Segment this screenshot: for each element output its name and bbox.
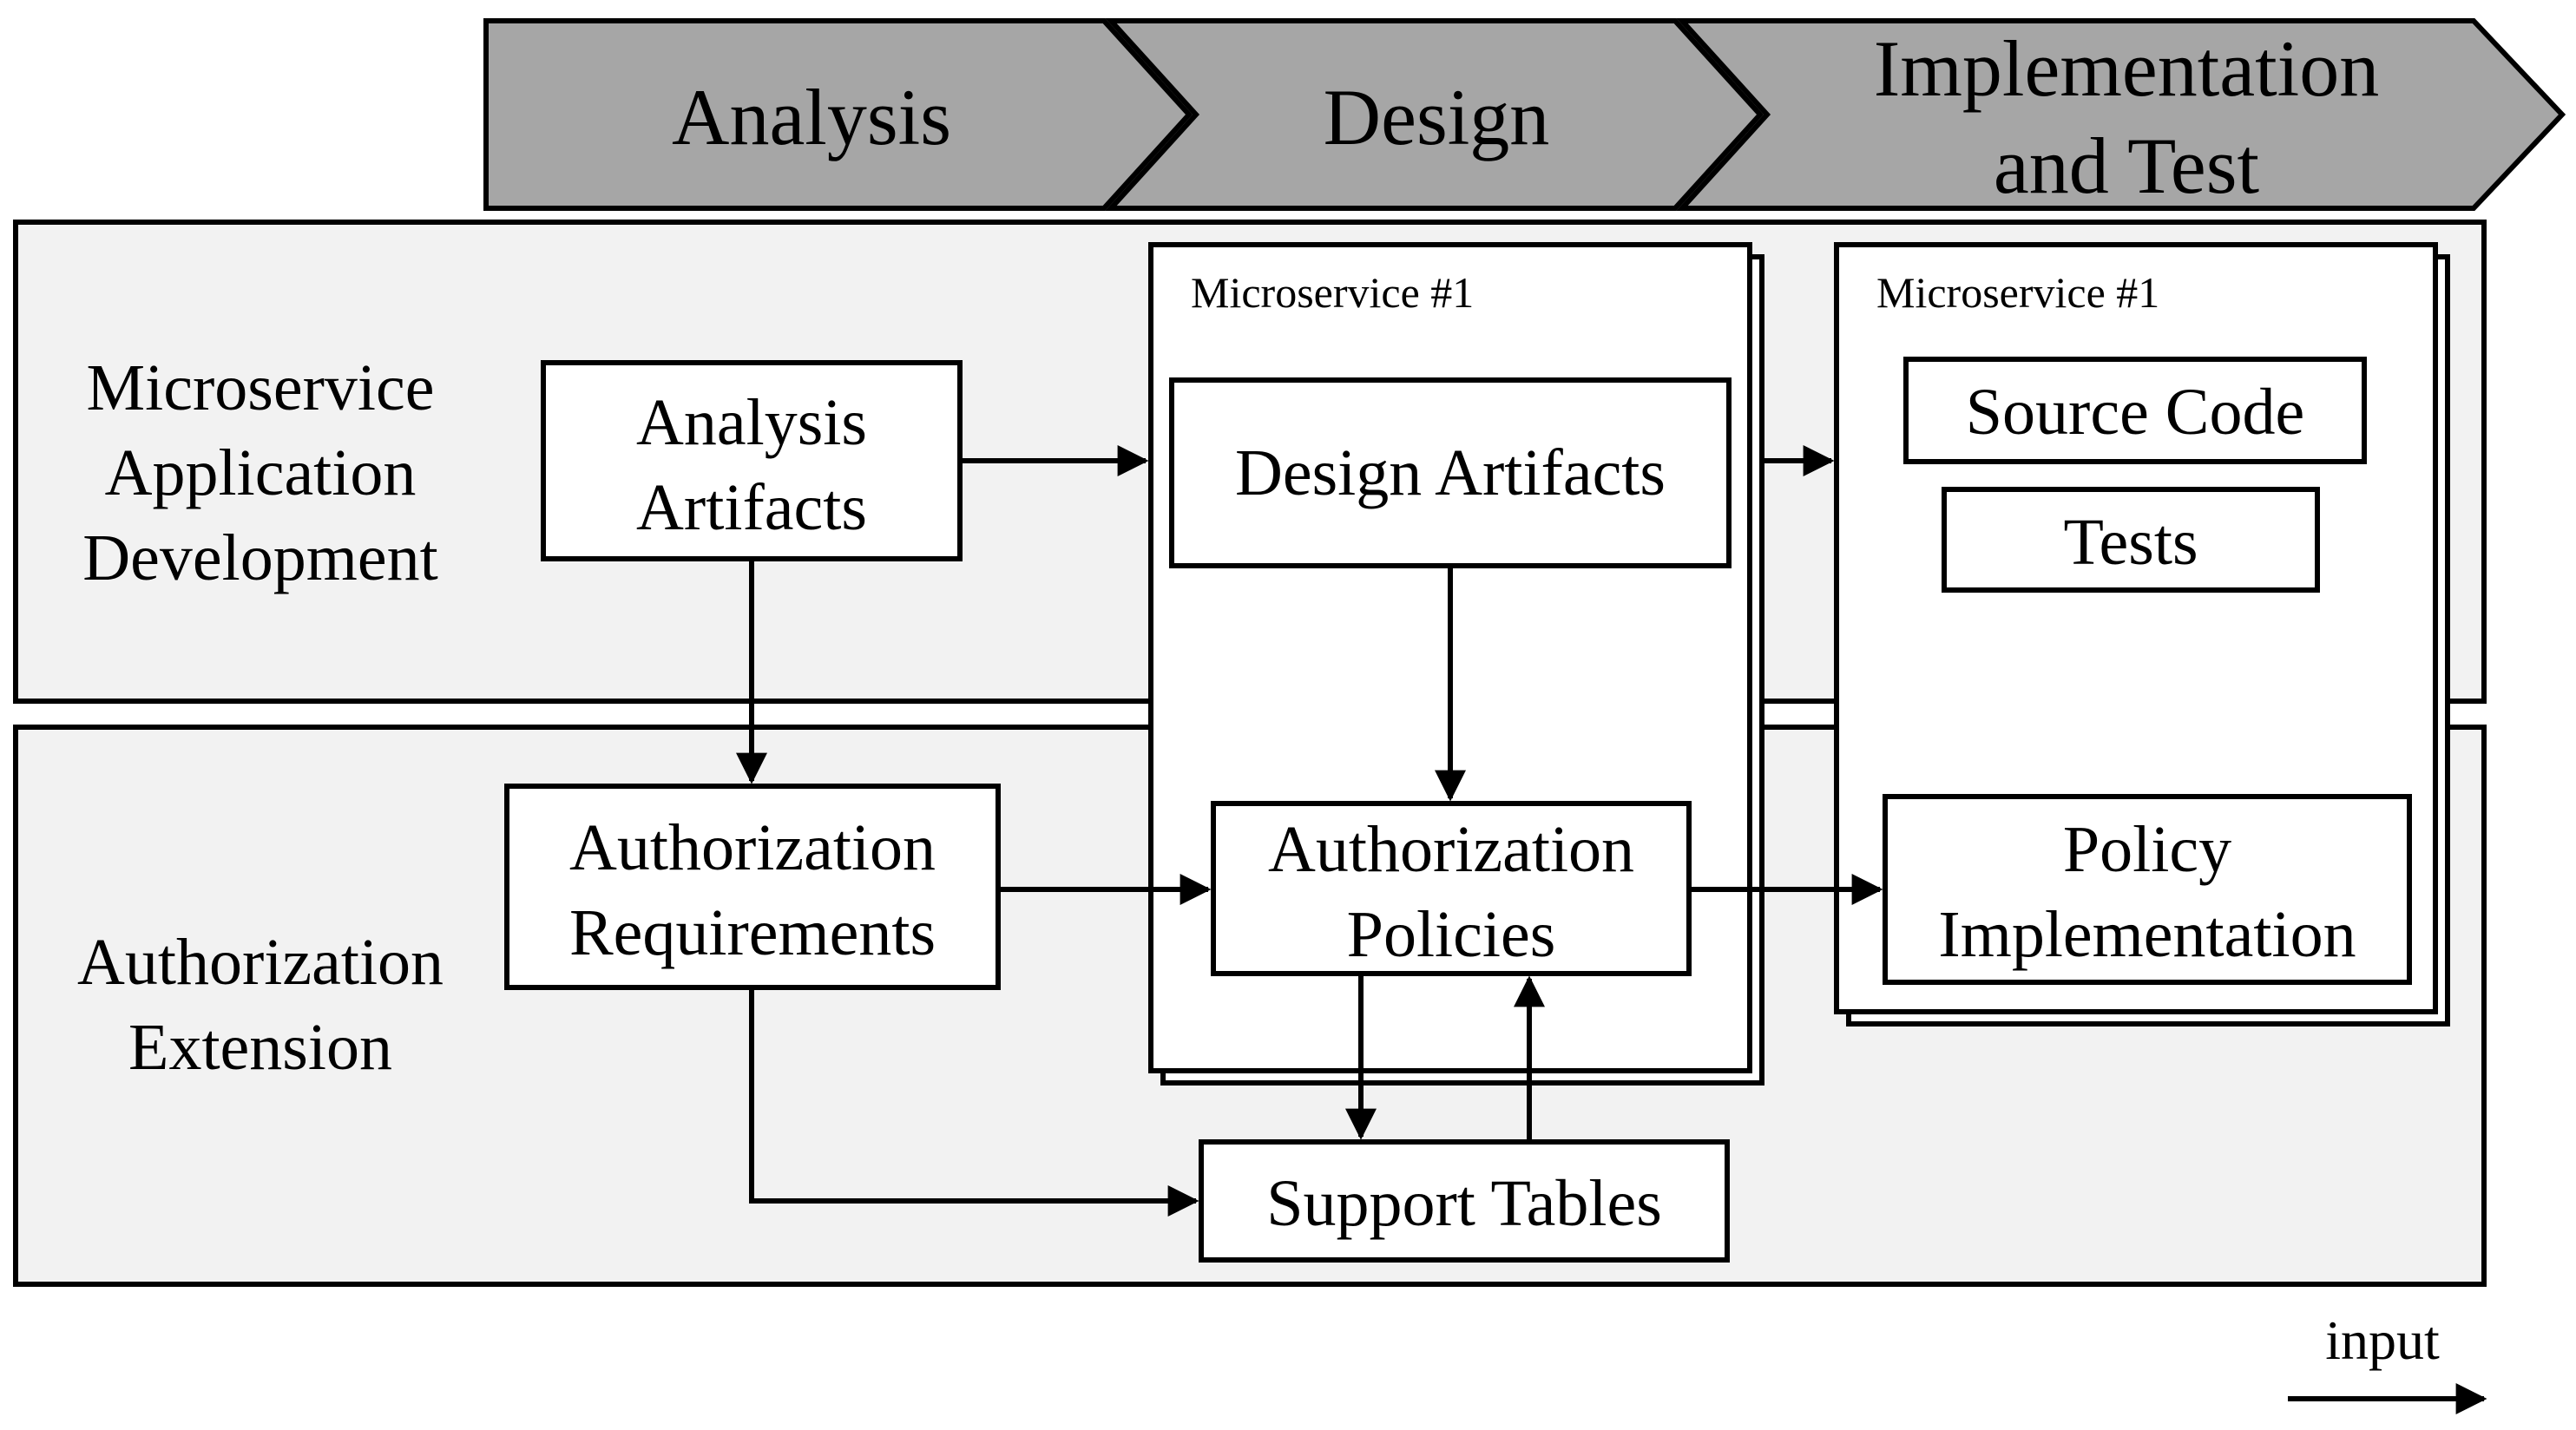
analysis-artifacts-line1: Analysis — [636, 386, 867, 459]
lane-dev-label-line1: Microservice — [87, 351, 435, 424]
analysis-artifacts-line2: Artifacts — [636, 471, 867, 544]
authorization-requirements-line1: Authorization — [569, 811, 936, 884]
phase-analysis: Analysis — [483, 18, 1193, 211]
box-design-artifacts: Design Artifacts — [1169, 377, 1732, 568]
support-tables-label: Support Tables — [1266, 1167, 1662, 1240]
microservice-design-label: Microservice #1 — [1191, 268, 1474, 317]
phase-design: Design — [1105, 18, 1764, 211]
authorization-requirements-line2: Requirements — [569, 896, 936, 969]
box-policy-implementation: Policy Implementation — [1883, 794, 2412, 985]
policy-implementation-line1: Policy — [2063, 813, 2231, 886]
box-authorization-requirements: Authorization Requirements — [504, 784, 1001, 990]
box-tests: Tests — [1942, 487, 2320, 593]
lane-dev-label-line3: Development — [82, 521, 437, 594]
box-source-code: Source Code — [1903, 357, 2367, 464]
arrows — [736, 445, 1883, 1217]
legend-input-label: input — [2325, 1309, 2440, 1371]
source-code-label: Source Code — [1966, 376, 2304, 449]
authorization-policies-line1: Authorization — [1268, 813, 1634, 886]
phase-implementation-label-line2: and Test — [1994, 121, 2260, 210]
legend: input — [2288, 1309, 2487, 1414]
phase-design-label: Design — [1324, 73, 1550, 161]
policy-implementation-line2: Implementation — [1938, 898, 2356, 971]
arrow-requirements-to-support-tables — [749, 987, 1199, 1217]
phase-implementation-label-line1: Implementation — [1874, 24, 2380, 113]
tests-label: Tests — [2063, 506, 2198, 579]
box-analysis-artifacts: Analysis Artifacts — [541, 360, 963, 561]
authorization-policies-line2: Policies — [1347, 898, 1556, 971]
microservice-implementation-label: Microservice #1 — [1876, 268, 2159, 317]
design-artifacts-label: Design Artifacts — [1235, 436, 1666, 509]
lane-auth-label-line2: Extension — [128, 1011, 392, 1084]
lane-dev-label-line2: Application — [105, 436, 417, 509]
lane-auth-label-line1: Authorization — [77, 926, 444, 999]
phase-analysis-label: Analysis — [672, 73, 951, 161]
box-authorization-policies: Authorization Policies — [1211, 801, 1692, 976]
phase-implementation: Implementation and Test — [1676, 18, 2566, 211]
box-support-tables: Support Tables — [1199, 1139, 1730, 1263]
